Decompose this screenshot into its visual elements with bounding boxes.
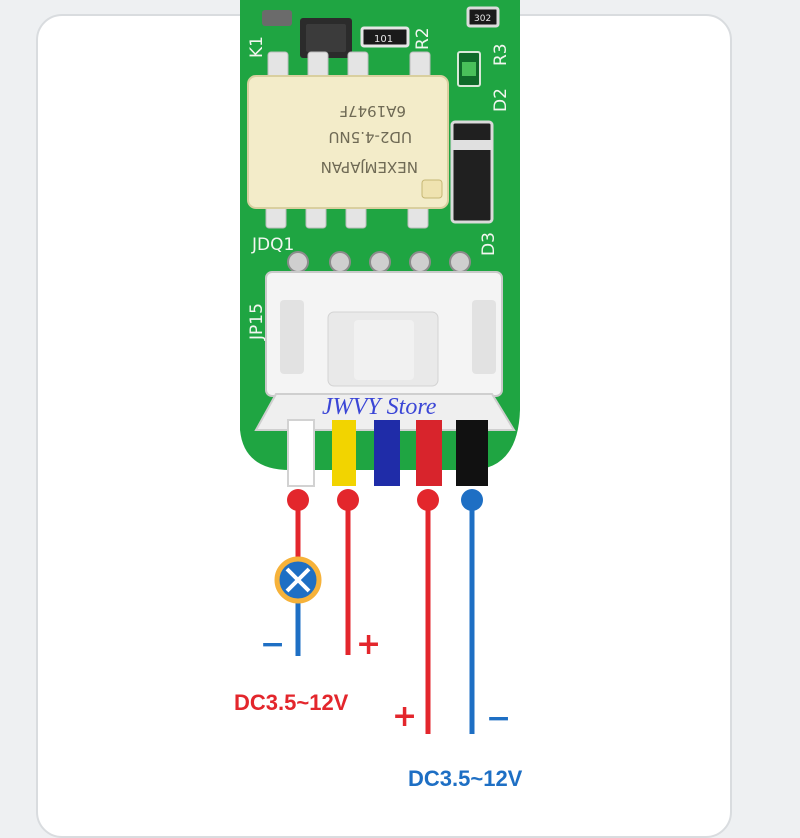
wire-red (416, 420, 442, 486)
relay-code: 6A1947F (339, 102, 406, 120)
load-minus-sign: − (260, 627, 285, 662)
relay-brand: NEXEMJAPAN (321, 158, 418, 176)
diode-d3 (450, 120, 494, 224)
smd-302 (466, 6, 500, 28)
label-d2: D2 (491, 88, 511, 112)
label-k1: K1 (247, 36, 267, 58)
power-minus-sign: − (486, 701, 511, 736)
relay-pads (265, 51, 431, 229)
resistor-101 (360, 26, 410, 48)
terminal-dot-red (417, 489, 439, 511)
load-plus-sign: + (356, 627, 381, 662)
watermark: JWVY Store (322, 394, 437, 420)
label-d3: D3 (479, 232, 499, 256)
load-voltage-label: DC3.5~12V (234, 690, 349, 715)
smd-302-label: 302 (474, 14, 491, 24)
relay (247, 75, 449, 209)
label-r3: R3 (491, 43, 511, 66)
wiring-diagram: 101 302 K1 R2 R3 D2 D3 JDQ1 JP15 NEXEMJA… (234, 0, 523, 791)
wire-white (287, 419, 315, 487)
relay-model: UD2-4.5NU (328, 128, 412, 146)
power-voltage-label: DC3.5~12V (408, 766, 523, 791)
label-r2: R2 (413, 27, 433, 50)
connector-housing (254, 271, 516, 431)
terminal-dot-white (287, 489, 309, 511)
lamp-icon (274, 556, 322, 604)
wires (287, 419, 488, 487)
wire-black (456, 420, 488, 486)
wire-yellow (332, 420, 356, 486)
label-jp15: JP15 (247, 303, 267, 341)
connector-pins (287, 251, 471, 273)
resistor-label: 101 (374, 34, 393, 45)
smd-component (262, 10, 292, 26)
wire-blue (374, 420, 400, 486)
label-jdq1: JDQ1 (251, 235, 294, 255)
terminal-dot-black (461, 489, 483, 511)
terminal-dot-yellow (337, 489, 359, 511)
power-plus-sign: + (392, 699, 417, 734)
